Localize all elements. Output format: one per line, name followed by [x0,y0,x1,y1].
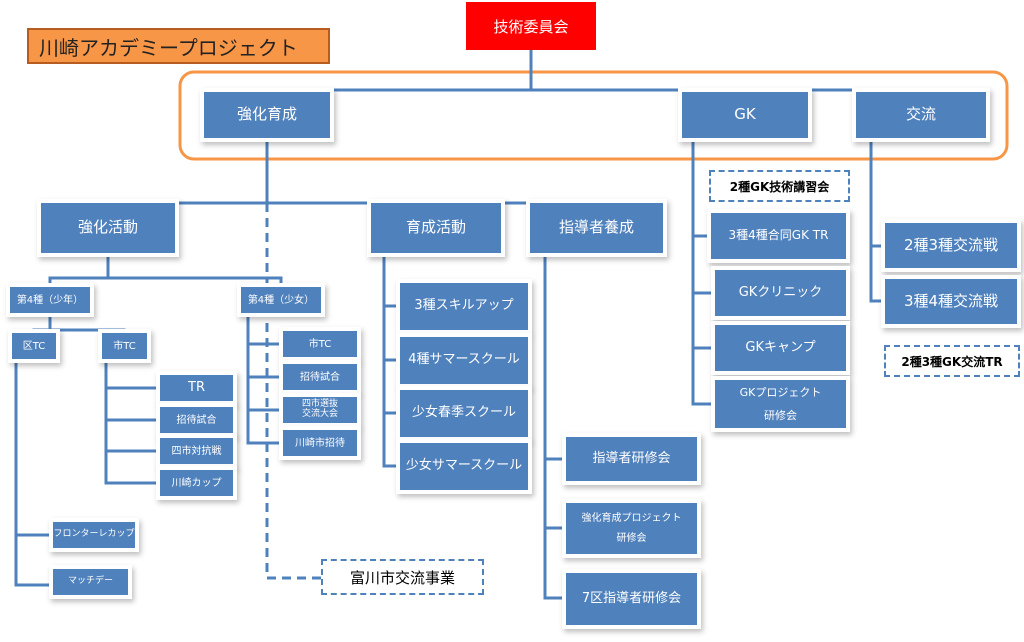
node-gk-dashed: 2種GK技術講習会 [709,170,850,202]
node-shidosha-yosei: 指導者養成 [530,203,663,253]
root-node: 技術委員会 [466,2,596,50]
node-gk-item: GKクリニック [715,270,846,316]
node-kyoka-ikusei: 強化育成 [204,92,330,138]
node-ku-item: フロンターレカップ [53,522,135,548]
node-boys: 第4種（少年） [10,287,90,313]
node-gk-item: GKプロジェクト 研修会 [715,380,846,428]
node-ikusei-item: 4種サマースクール [400,337,528,384]
node-ikusei-item: 少女サマースクール [400,443,528,490]
node-gk-item: 3種4種合同GK TR [711,213,846,259]
node-boys-item: 川崎カップ [160,470,233,496]
node-shido-item: 強化育成プロジェクト 研修会 [566,503,697,554]
node-koryu-item: 2種3種交流戦 [885,223,1017,268]
node-gk: GK [682,92,808,138]
node-ku-item: マッチデー [53,569,128,595]
node-kyoka-katsudo: 強化活動 [41,203,175,253]
page-title: 川崎アカデミープロジェクト [27,28,330,64]
node-boys-item: 招待試合 [160,407,233,433]
node-koryu: 交流 [856,92,986,138]
node-shi-tc: 市TC [102,333,147,359]
node-ikusei-item: 3種スキルアップ [400,283,528,330]
node-boys-item: TR [160,375,233,401]
node-boys-item: 四市対抗戦 [160,438,233,464]
node-shido-item: 指導者研修会 [566,437,697,481]
node-girls-item: 市TC [283,331,357,357]
node-girls-item: 四市選抜 交流大会 [283,397,357,423]
node-koryu-item: 3種4種交流戦 [885,279,1017,324]
node-koryu-dashed: 2種3種GK交流TR [884,345,1020,377]
node-exchange-dashed: 富川市交流事業 [321,559,484,595]
node-ikusei-item: 少女春季スクール [400,390,528,437]
node-girls: 第4種（少女） [241,287,321,313]
node-ku-tc: 区TC [12,333,56,359]
node-shido-item: 7区指導者研修会 [566,573,697,625]
node-ikusei-katsudo: 育成活動 [371,203,501,253]
node-gk-item: GKキャンプ [715,325,846,371]
node-girls-item: 川崎市招待 [283,430,357,456]
node-girls-item: 招待試合 [283,364,357,390]
